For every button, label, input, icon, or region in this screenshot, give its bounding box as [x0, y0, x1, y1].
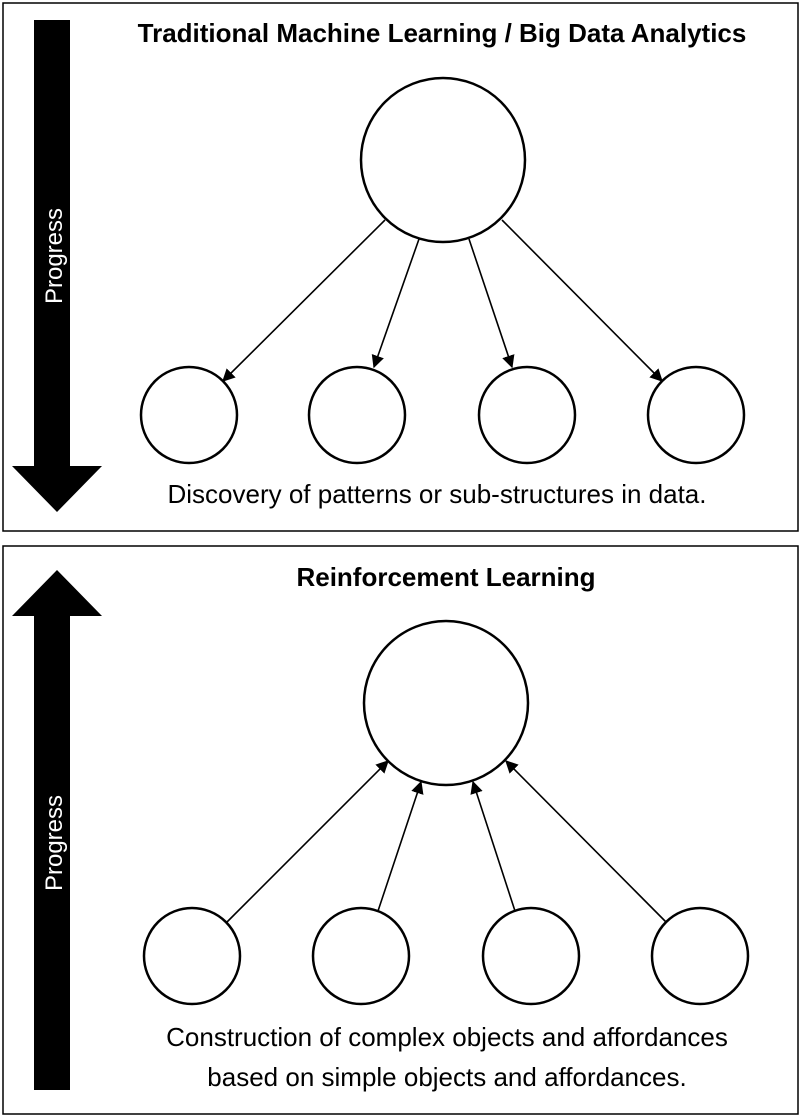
top-child-node-3 [477, 365, 577, 465]
bottom-parent-node [362, 619, 530, 787]
top-child-node-4 [646, 365, 746, 465]
top-progress-arrow: Progress [12, 20, 102, 512]
top-child-node-2 [307, 365, 407, 465]
bottom-panel-title: Reinforcement Learning [296, 562, 595, 592]
bottom-edge-2 [377, 780, 424, 912]
top-progress-label: Progress [41, 208, 68, 304]
top-parent-node [359, 76, 527, 244]
bottom-child-node-1 [142, 906, 242, 1006]
bottom-edge-4 [505, 760, 667, 923]
bottom-panel-caption-line-2: based on simple objects and affordances. [207, 1062, 686, 1092]
bottom-progress-arrow: Progress [12, 570, 102, 1090]
top-edge-3 [468, 238, 515, 369]
top-panel-title: Traditional Machine Learning / Big Data … [138, 18, 747, 48]
bottom-panel-caption-line-1: Construction of complex objects and affo… [166, 1022, 728, 1052]
bottom-panel: Progress Reinforcement Learning Construc… [2, 545, 799, 1115]
top-edge-4 [501, 219, 663, 382]
bottom-progress-label: Progress [41, 795, 68, 891]
bottom-edge-1 [226, 760, 389, 923]
bottom-child-node-3 [481, 906, 581, 1006]
top-edge-1 [222, 219, 386, 382]
bottom-child-node-2 [311, 906, 411, 1006]
top-panel-caption: Discovery of patterns or sub-structures … [167, 479, 706, 509]
bottom-edge-3 [470, 780, 516, 912]
top-panel: Progress Traditional Machine Learning / … [2, 2, 799, 532]
top-child-node-1 [139, 365, 239, 465]
top-edge-2 [371, 238, 420, 369]
bottom-child-node-4 [650, 906, 750, 1006]
